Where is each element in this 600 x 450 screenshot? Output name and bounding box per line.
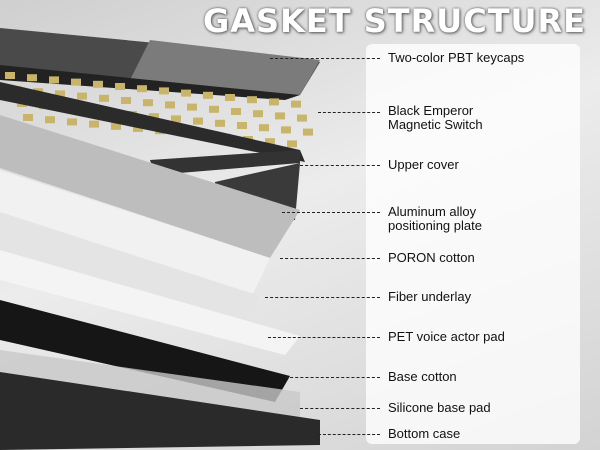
switch-cap (237, 122, 247, 129)
switch-cap (215, 119, 225, 127)
switch-cap (193, 117, 203, 125)
leader-upper-cover (300, 165, 380, 166)
label-upper-cover: Upper cover (388, 157, 459, 172)
label-silicone: Silicone base pad (388, 400, 491, 415)
pet-pad-layer (0, 250, 300, 355)
switch-cap (291, 100, 301, 108)
switch-cap (269, 98, 279, 106)
switch-cap (287, 140, 297, 148)
leader-pet (268, 337, 380, 338)
switch-cap (187, 103, 197, 111)
label-base-cotton: Base cotton (388, 369, 457, 384)
switch-cap (165, 101, 175, 109)
switch-cap (115, 83, 125, 90)
page-title: GASKET STRUCTURE (203, 2, 586, 40)
switch-cap (27, 74, 37, 82)
switch-cap (171, 115, 181, 123)
switch-cap (203, 91, 213, 99)
switch-cap (297, 114, 307, 122)
leader-poron (280, 258, 380, 259)
switch-cap (281, 126, 291, 134)
switch-cap (67, 118, 77, 126)
switch-cap (93, 80, 103, 88)
switch-cap (253, 110, 263, 118)
switch-cap (49, 76, 59, 84)
leader-fiber (265, 297, 380, 298)
switch-cap (231, 108, 241, 115)
label-plate: Aluminum alloy positioning plate (388, 204, 482, 233)
switch-cap (247, 96, 257, 104)
leader-switch (318, 112, 380, 113)
switch-cap (143, 99, 153, 107)
bottom-case-layer (0, 372, 320, 450)
positioning-plate-layer (0, 115, 300, 258)
keycaps-layer (0, 28, 320, 100)
switch-cap (303, 128, 313, 136)
switch-cap (5, 72, 15, 79)
switch-cap (55, 90, 65, 98)
switch-cap (259, 124, 269, 132)
label-fiber: Fiber underlay (388, 289, 472, 304)
switch-cap (225, 94, 235, 101)
label-pet: PET voice actor pad (388, 329, 505, 344)
switch-cap (77, 92, 87, 100)
switch-cap (89, 120, 99, 128)
switch-cap (149, 113, 159, 121)
switch-cap (159, 87, 169, 95)
leader-plate (282, 212, 380, 213)
switch-cap (181, 89, 191, 97)
switch-cap (99, 94, 109, 102)
switch-cap (45, 116, 55, 124)
base-cotton-layer (0, 300, 290, 402)
switch-cap (23, 114, 33, 121)
label-switch: Black Emperor Magnetic Switch (388, 103, 483, 132)
switch-cap (275, 112, 285, 120)
switch-cap (137, 85, 147, 93)
switch-cap (133, 125, 143, 132)
label-poron: PORON cotton (388, 250, 475, 265)
label-panel (366, 44, 580, 444)
label-bottom-case: Bottom case (388, 426, 461, 441)
switch-cap (121, 97, 131, 104)
leader-bottom-case (318, 434, 380, 435)
leader-keycaps (270, 58, 380, 59)
switch-cap (71, 78, 81, 86)
switch-cap (265, 138, 275, 146)
label-keycaps: Two-color PBT keycaps (388, 50, 525, 65)
switch-cap (111, 122, 121, 130)
switch-cap (209, 105, 219, 113)
poron-cotton-layer (0, 170, 270, 300)
silicone-pad-layer (0, 350, 300, 420)
leader-silicone (300, 408, 380, 409)
leader-base-cotton (285, 377, 380, 378)
